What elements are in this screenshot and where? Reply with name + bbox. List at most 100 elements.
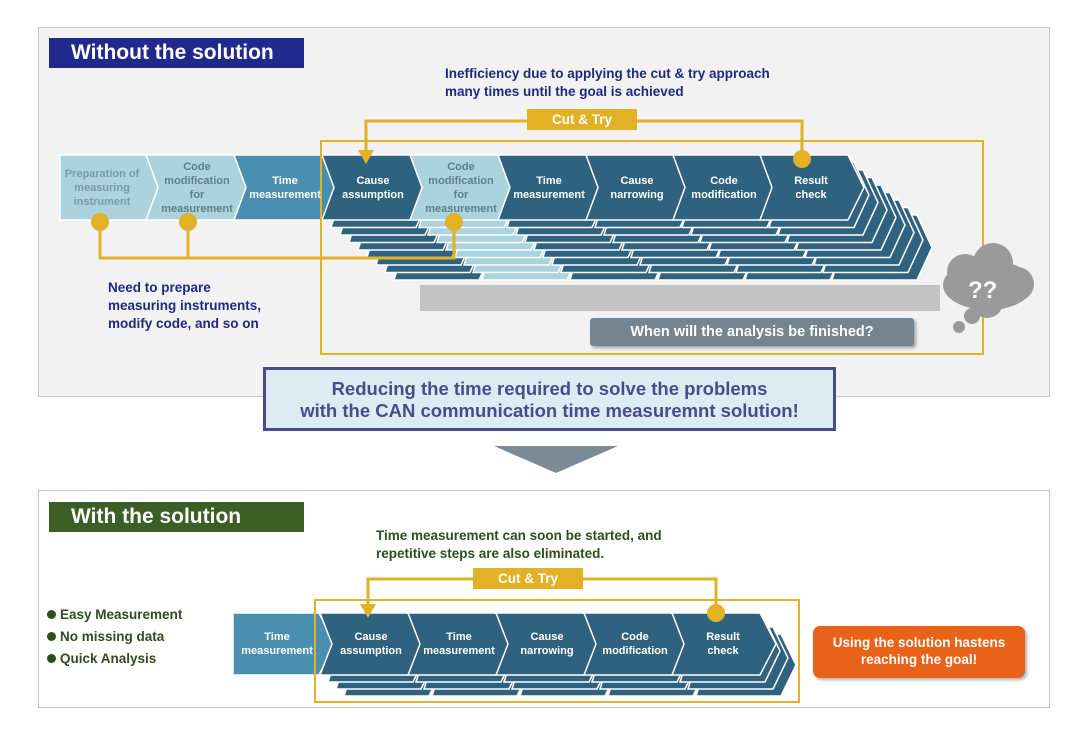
step-label-line: Code xyxy=(183,160,211,173)
cut-try-label-bottom: Cut & Try xyxy=(473,568,583,589)
step-label-line: measurement xyxy=(161,202,233,215)
process-step-label: Result check xyxy=(682,613,764,675)
step-label-line: Code xyxy=(447,160,475,173)
step-label-line: narrowing xyxy=(610,188,664,201)
prep-dot xyxy=(445,213,463,231)
step-label-line: Result xyxy=(794,174,828,187)
step-label-line: measurement xyxy=(241,645,313,657)
bullet-item: No missing data xyxy=(47,628,164,646)
step-label-line: measurement xyxy=(425,202,497,215)
step-label-line: Preparation of xyxy=(64,167,140,180)
inefficiency-text: Inefficiency due to applying the cut & t… xyxy=(445,66,770,81)
step-label-line: Time xyxy=(446,631,472,643)
step-label-line: modification xyxy=(691,188,757,201)
step-label-line: assumption xyxy=(342,188,404,201)
step-label-line: Result xyxy=(706,631,740,643)
cut-try-loop-right-bottom xyxy=(583,577,718,612)
arrowhead-icon xyxy=(358,150,374,164)
step-label-line: Cause xyxy=(354,631,388,643)
step-label-line: Time xyxy=(264,631,290,643)
process-step-chevron xyxy=(758,154,865,221)
bottom-chevron-row xyxy=(232,612,777,676)
step-label-line: modification xyxy=(164,174,230,187)
reduce-time-box: Reducing the time required to solve the … xyxy=(263,367,836,431)
inefficiency-text: many times until the goal is achieved xyxy=(445,84,684,99)
time-measure-text: repetitive steps are also eliminated. xyxy=(376,546,605,561)
svg-text:??: ?? xyxy=(968,277,997,304)
step-label-line: measurement xyxy=(249,188,321,201)
loop-dot xyxy=(707,604,725,622)
prep-bracket xyxy=(98,222,456,260)
step-label-line: for xyxy=(453,188,469,201)
need-text: measuring instruments, xyxy=(108,298,262,313)
bullet-label: Quick Analysis xyxy=(60,651,157,666)
using-solution-box: Using the solution hastens reaching the … xyxy=(813,626,1025,678)
process-step-label: Time measurement xyxy=(237,613,317,675)
loop-dot xyxy=(793,150,811,168)
step-label-line: measurement xyxy=(423,645,495,657)
step-label-line: modification xyxy=(428,174,494,187)
step-label-line: check xyxy=(707,645,739,657)
step-label-line: instrument xyxy=(73,195,131,208)
time-measure-text: Time measurement can soon be started, an… xyxy=(376,528,662,543)
top-chevron-row xyxy=(59,154,865,221)
process-step-chevron xyxy=(232,612,336,676)
process-step-chevron xyxy=(670,612,777,676)
step-label-line: check xyxy=(795,188,827,201)
with-solution-header: With the solution xyxy=(49,502,304,532)
need-text: Need to prepare xyxy=(108,280,211,295)
without-solution-header: Without the solution xyxy=(49,38,304,68)
shadow-band xyxy=(420,285,940,311)
step-label-line: for xyxy=(189,188,205,201)
process-step-label: Code modification xyxy=(594,613,676,675)
process-step-label: Cause narrowing xyxy=(506,613,588,675)
arrowhead-icon xyxy=(360,604,376,618)
finish-question-box: When will the analysis be finished? xyxy=(590,318,914,346)
process-step-label: Cause assumption xyxy=(330,613,412,675)
cut-try-loop-left-bottom xyxy=(366,577,473,611)
need-text: modify code, and so on xyxy=(108,316,259,331)
prep-dot xyxy=(179,213,197,231)
reduce-line: with the CAN communication time measurem… xyxy=(300,400,799,421)
bullet-label: No missing data xyxy=(60,629,165,644)
bullet-item: Quick Analysis xyxy=(47,650,156,668)
step-label-line: Code xyxy=(621,631,649,643)
step-label-line: Code xyxy=(710,174,738,187)
process-step-label: Time measurement xyxy=(418,613,500,675)
bullet-dot-icon xyxy=(47,632,56,641)
step-label-line: modification xyxy=(602,645,668,657)
thought-cloud-icon: ?? xyxy=(943,243,1034,333)
step-label-line: narrowing xyxy=(520,645,574,657)
step-label-line: Cause xyxy=(620,174,654,187)
bullet-dot-icon xyxy=(47,654,56,663)
step-label-line: measuring xyxy=(74,181,130,194)
bullet-label: Easy Measurement xyxy=(60,607,183,622)
step-label-line: Cause xyxy=(530,631,564,643)
cut-try-loop-right xyxy=(637,119,804,160)
using-line: reaching the goal! xyxy=(860,652,978,667)
step-label-line: assumption xyxy=(340,645,402,657)
bullet-dot-icon xyxy=(47,610,56,619)
reduce-line: Reducing the time required to solve the … xyxy=(331,378,768,399)
cut-try-loop-left xyxy=(364,119,527,160)
prep-dot xyxy=(91,213,109,231)
step-label-line: measurement xyxy=(513,188,585,201)
cut-try-label: Cut & Try xyxy=(527,109,637,130)
using-line: Using the solution hastens xyxy=(832,635,1006,650)
step-label-line: Time xyxy=(272,174,298,187)
down-arrow-icon xyxy=(494,446,618,473)
step-label-line: Time xyxy=(536,174,562,187)
step-label-line: Cause xyxy=(356,174,390,187)
bullet-item: Easy Measurement xyxy=(47,606,182,624)
cut-try-frame-bottom xyxy=(314,599,800,703)
